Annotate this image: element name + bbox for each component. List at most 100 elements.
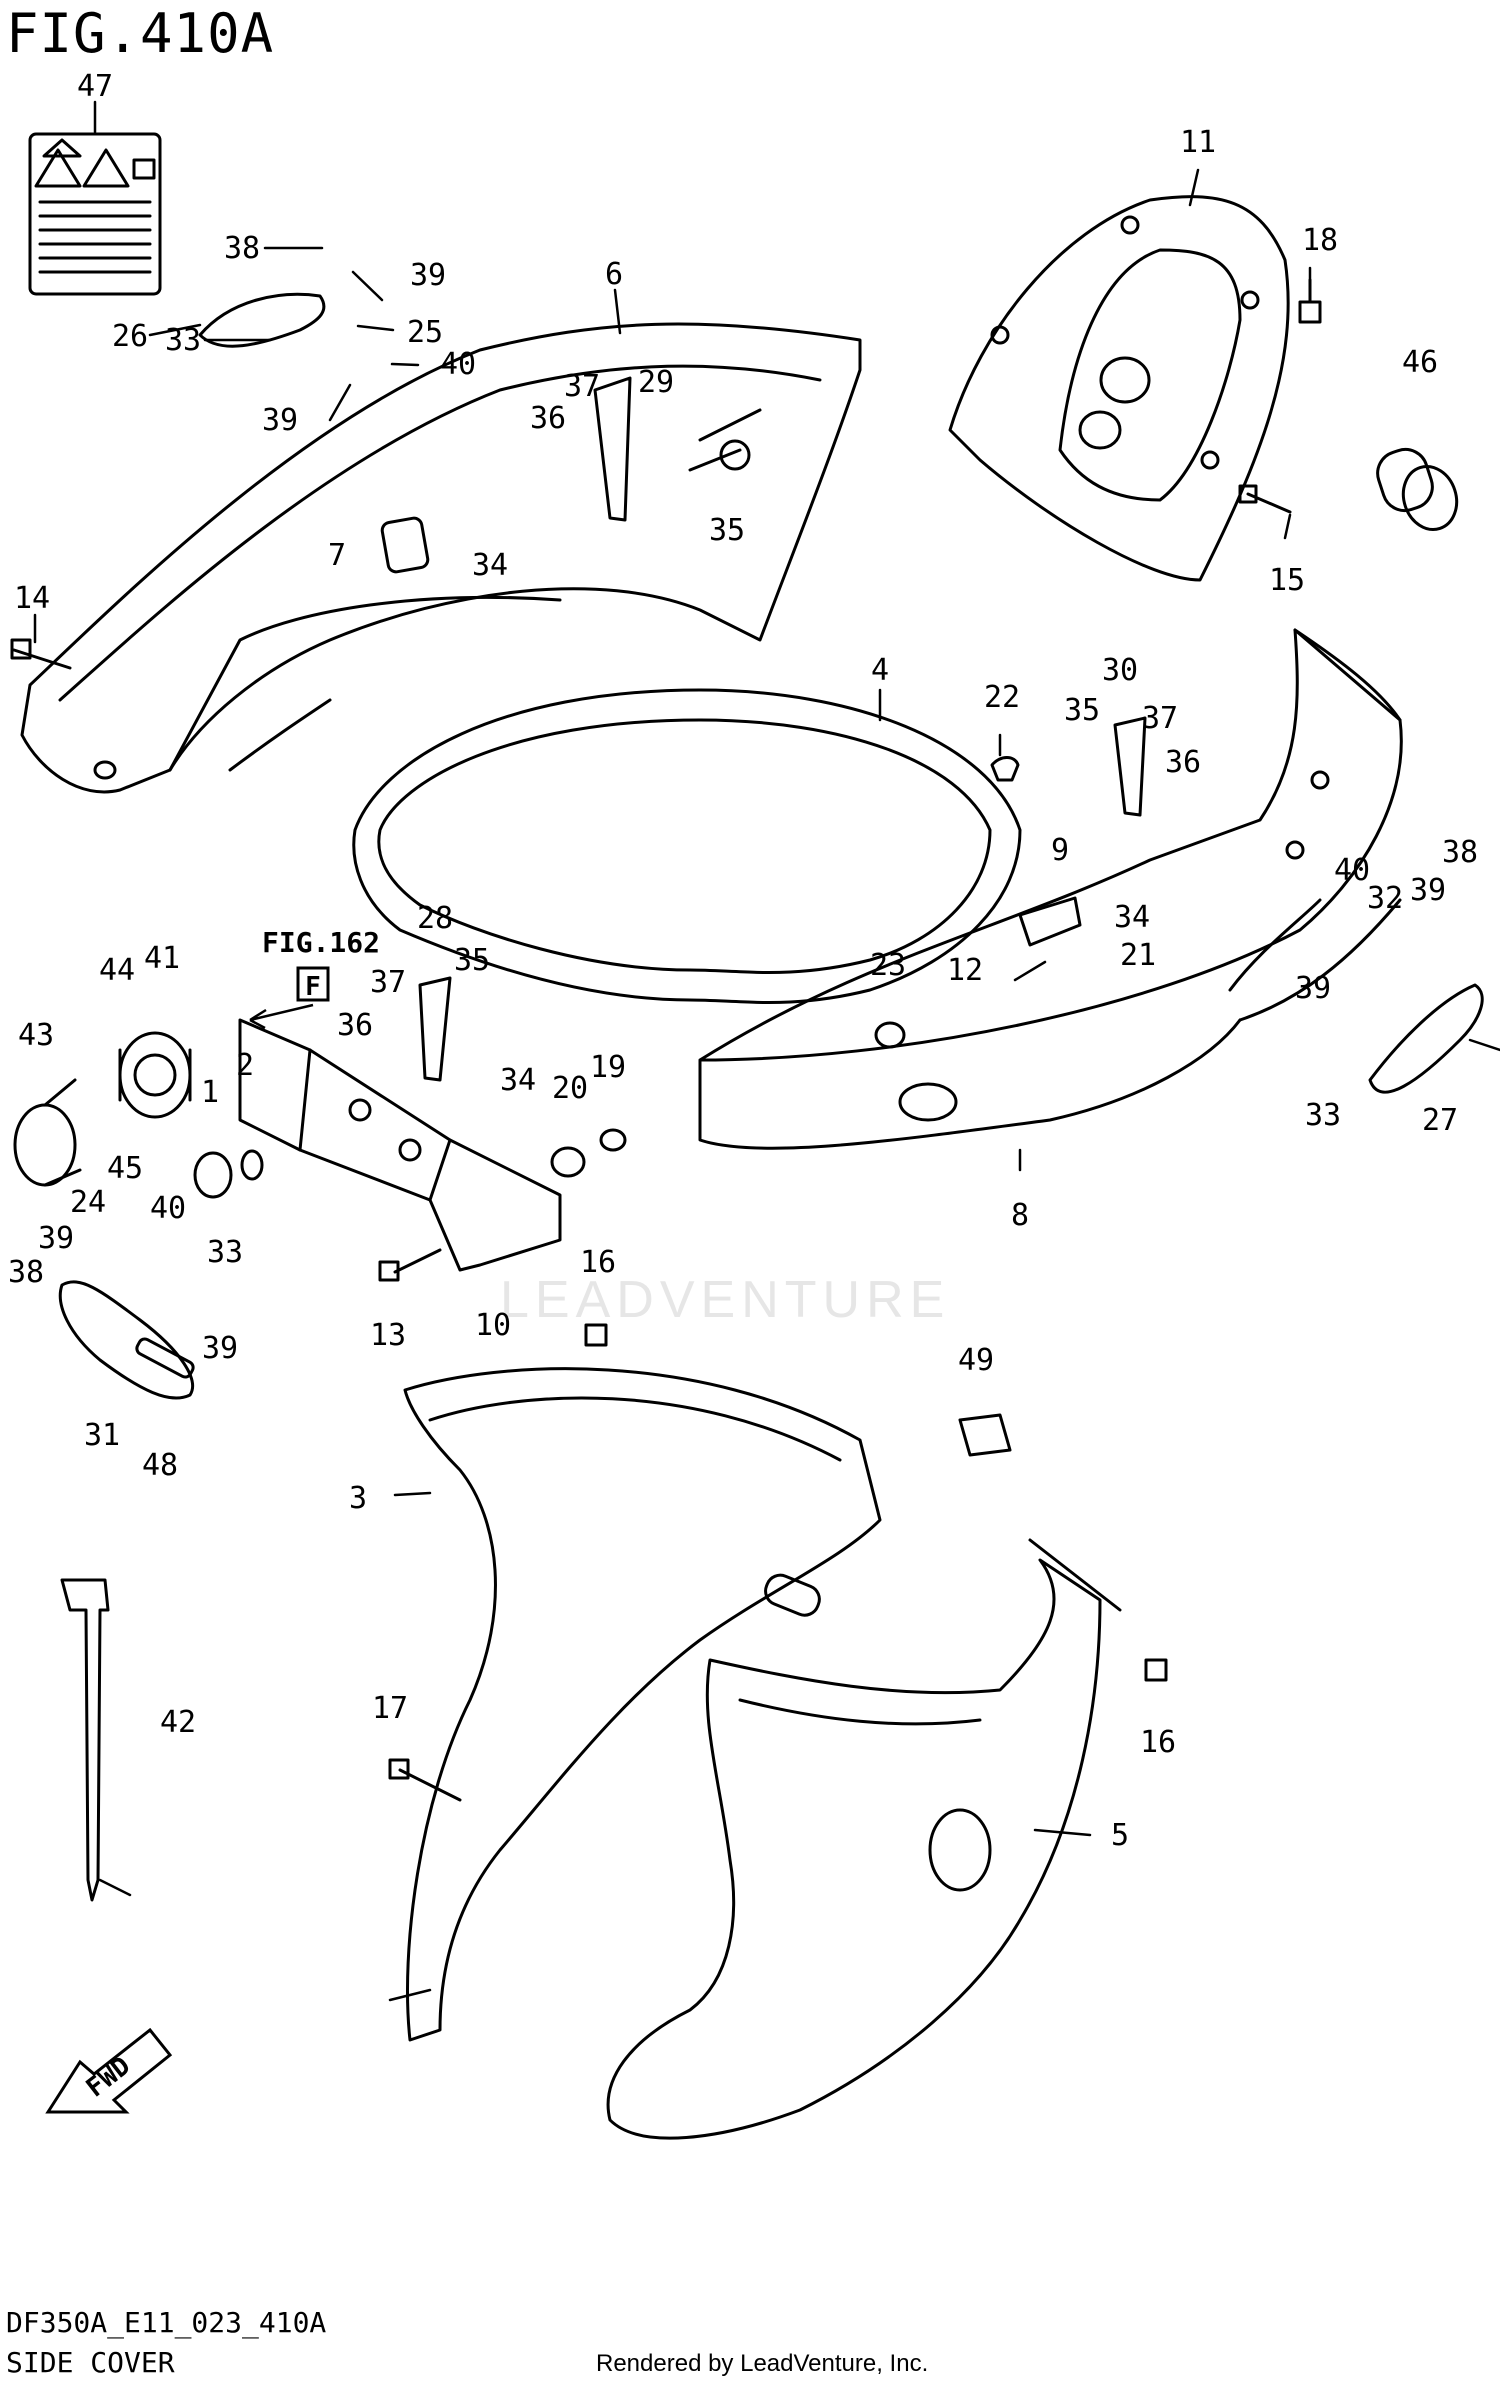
right-handle	[1368, 983, 1484, 1094]
callout-9: 9	[1051, 833, 1069, 868]
callout-25: 25	[407, 315, 443, 350]
warning-label	[28, 132, 162, 296]
callout-39: 39	[38, 1221, 74, 1256]
callout-3: 3	[349, 1481, 367, 1516]
callout-34: 34	[500, 1063, 536, 1098]
callout-40: 40	[1334, 853, 1370, 888]
callout-2: 2	[236, 1048, 254, 1083]
mounting-bracket	[238, 1018, 562, 1272]
callout-37: 37	[564, 369, 600, 404]
callout-18: 18	[1302, 223, 1338, 258]
callout-4: 4	[871, 653, 889, 688]
callout-29: 29	[638, 365, 674, 400]
callout-16: 16	[1140, 1725, 1176, 1760]
callout-35: 35	[1064, 693, 1100, 728]
callout-14: 14	[14, 581, 50, 616]
callout-26: 26	[112, 319, 148, 354]
cover-seal-ring	[352, 688, 1022, 1004]
callout-23: 23	[870, 948, 906, 983]
callout-33: 33	[165, 323, 201, 358]
callout-13: 13	[370, 1318, 406, 1353]
front-mark-box	[296, 966, 330, 1002]
front-mark: F	[305, 972, 321, 1002]
callout-22: 22	[984, 680, 1020, 715]
callout-30: 30	[1102, 653, 1138, 688]
callout-15: 15	[1269, 563, 1305, 598]
callout-5: 5	[1111, 1818, 1129, 1853]
stopper-22	[990, 756, 1020, 782]
leader-lines	[33, 100, 1500, 2002]
callout-37: 37	[1142, 701, 1178, 736]
bushing-23	[874, 1021, 906, 1049]
callout-46: 46	[1402, 345, 1438, 380]
fig-ref-162: FIG.162	[262, 926, 380, 959]
hose-fitting	[13, 1031, 192, 1187]
render-credit: Rendered by LeadVenture, Inc.	[596, 2350, 929, 2377]
fig-ref-arrow	[249, 1003, 314, 1030]
callout-33: 33	[1305, 1098, 1341, 1133]
callout-16: 16	[580, 1245, 616, 1280]
upper-handle	[198, 292, 326, 348]
callout-38: 38	[1442, 835, 1478, 870]
rear-cover	[948, 195, 1290, 582]
callout-21: 21	[1120, 938, 1156, 973]
callout-47: 47	[77, 69, 113, 104]
figure-name: SIDE COVER	[6, 2346, 175, 2379]
callout-27: 27	[1422, 1103, 1458, 1138]
callout-36: 36	[1165, 745, 1201, 780]
callout-20: 20	[552, 1071, 588, 1106]
figure-title: FIG.410A	[6, 2, 275, 65]
clip-49	[958, 1413, 1012, 1457]
callout-28: 28	[417, 901, 453, 936]
callout-45: 45	[107, 1151, 143, 1186]
latch-hook-30	[1113, 716, 1147, 817]
callout-1: 1	[201, 1075, 219, 1110]
callout-32: 32	[1367, 881, 1403, 916]
collar-20	[550, 1146, 586, 1178]
lower-side-cover-starboard	[606, 1538, 1122, 2140]
callout-36: 36	[337, 1008, 373, 1043]
callout-12: 12	[947, 953, 983, 988]
seal-pad	[380, 516, 430, 574]
callout-10: 10	[475, 1308, 511, 1343]
callout-35: 35	[709, 513, 745, 548]
upper-side-cover-port	[20, 322, 862, 794]
bolt-13	[378, 1248, 442, 1282]
grommet-1	[193, 1151, 233, 1199]
callout-24: 24	[70, 1185, 106, 1220]
bolt-18	[1298, 278, 1322, 324]
grommet	[1376, 447, 1459, 531]
callout-17: 17	[372, 1691, 408, 1726]
bracket-9	[1018, 896, 1082, 947]
bolt-17	[388, 1758, 462, 1802]
latch-hook-28	[418, 976, 452, 1082]
callout-6: 6	[605, 257, 623, 292]
handle-insert	[135, 1337, 195, 1379]
callout-42: 42	[160, 1705, 196, 1740]
callout-40: 40	[150, 1191, 186, 1226]
callout-31: 31	[84, 1418, 120, 1453]
callout-7: 7	[328, 538, 346, 573]
callout-35: 35	[454, 943, 490, 978]
callout-33: 33	[207, 1235, 243, 1270]
callout-8: 8	[1011, 1198, 1029, 1233]
callout-44: 44	[99, 953, 135, 988]
callout-39: 39	[262, 403, 298, 438]
callout-36: 36	[530, 401, 566, 436]
callout-38: 38	[224, 231, 260, 266]
washer-19	[599, 1128, 627, 1152]
bolt-14	[10, 638, 72, 670]
callout-39: 39	[1410, 873, 1446, 908]
washer-2	[240, 1149, 264, 1181]
figure-code: DF350A_E11_023_410A	[6, 2306, 327, 2339]
bolt-16	[584, 1323, 1168, 1682]
callout-34: 34	[1114, 900, 1150, 935]
callout-39: 39	[202, 1331, 238, 1366]
left-handle	[58, 1280, 195, 1400]
cable-tie	[60, 1578, 110, 1902]
bolt-15	[1238, 484, 1292, 514]
callout-39: 39	[1295, 971, 1331, 1006]
callout-38: 38	[8, 1255, 44, 1290]
callout-40: 40	[440, 347, 476, 382]
latch-hook-29	[593, 376, 632, 522]
